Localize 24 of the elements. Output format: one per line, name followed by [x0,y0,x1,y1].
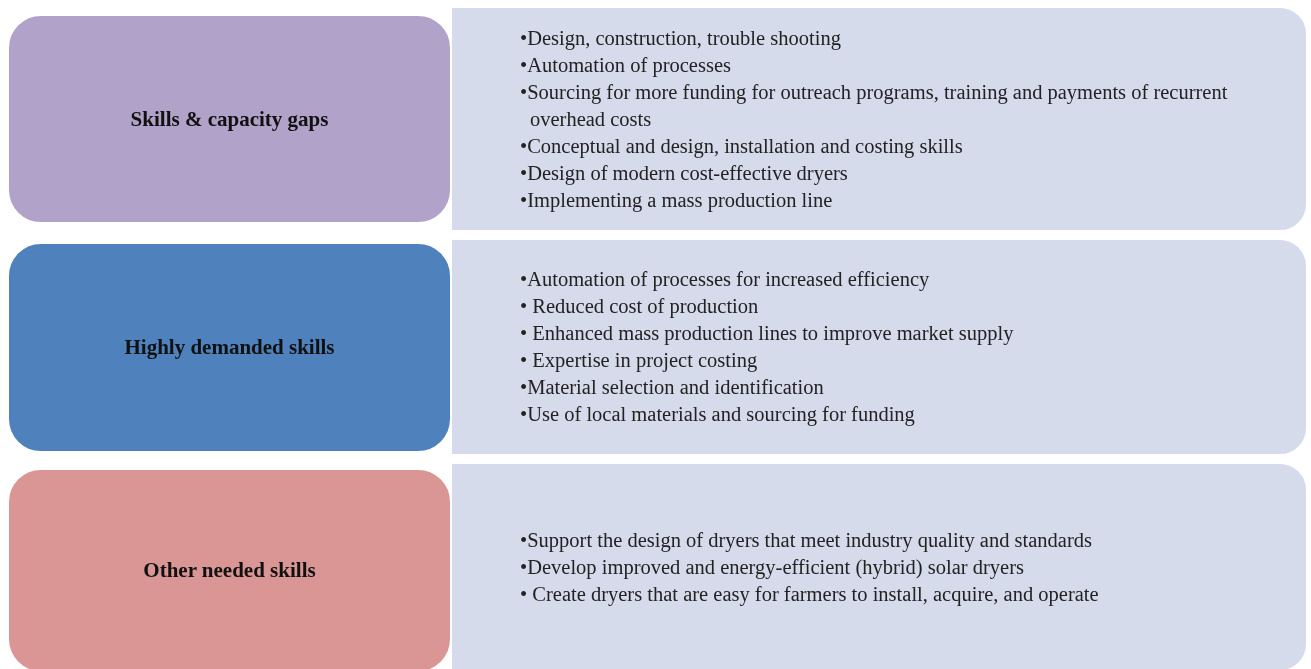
bullet-item: •Support the design of dryers that meet industry quality and standards [520,527,1093,554]
bullet-item: • Reduced cost of production [520,294,760,320]
bullet-item: •Material selection and identification [520,375,825,400]
category-box [7,14,452,224]
bullet-item: •Design, construction, trouble shooting [520,25,842,52]
bullet-item: •Automation of processes [520,52,732,79]
bullet-item: • Enhanced mass production lines to improve market supply [520,321,1015,347]
bullet-list-panel [450,6,1308,232]
bullet-item: •Design of modern cost-effective dryers [520,160,849,187]
bullet-item: •Automation of processes for increased efficiency [520,267,931,293]
bullet-list-panel [450,462,1308,669]
bullet-item: •Conceptual and design, installation and costing skills [520,133,964,160]
bullet-item: • Create dryers that are easy for farmers to install, acquire, and operate [520,581,1100,608]
category-label: Highly demanded skills [124,335,335,360]
category-box [7,468,452,669]
bullet-item: •Use of local materials and sourcing for funding [520,402,916,428]
bullet-list-panel [450,238,1308,456]
bullet-item: •Implementing a mass production line [520,187,834,214]
category-label: Skills & capacity gaps [130,106,329,132]
bullet-item: •Sourcing for more funding for outreach programs, training and payments of recurrent overhead costs [520,79,1229,132]
category-box [7,242,452,453]
bullet-item: • Expertise in project costing [520,348,759,374]
bullet-item: •Develop improved and energy-efficient (hybrid) solar dryers [520,554,1025,581]
category-label: Other needed skills [143,558,316,583]
